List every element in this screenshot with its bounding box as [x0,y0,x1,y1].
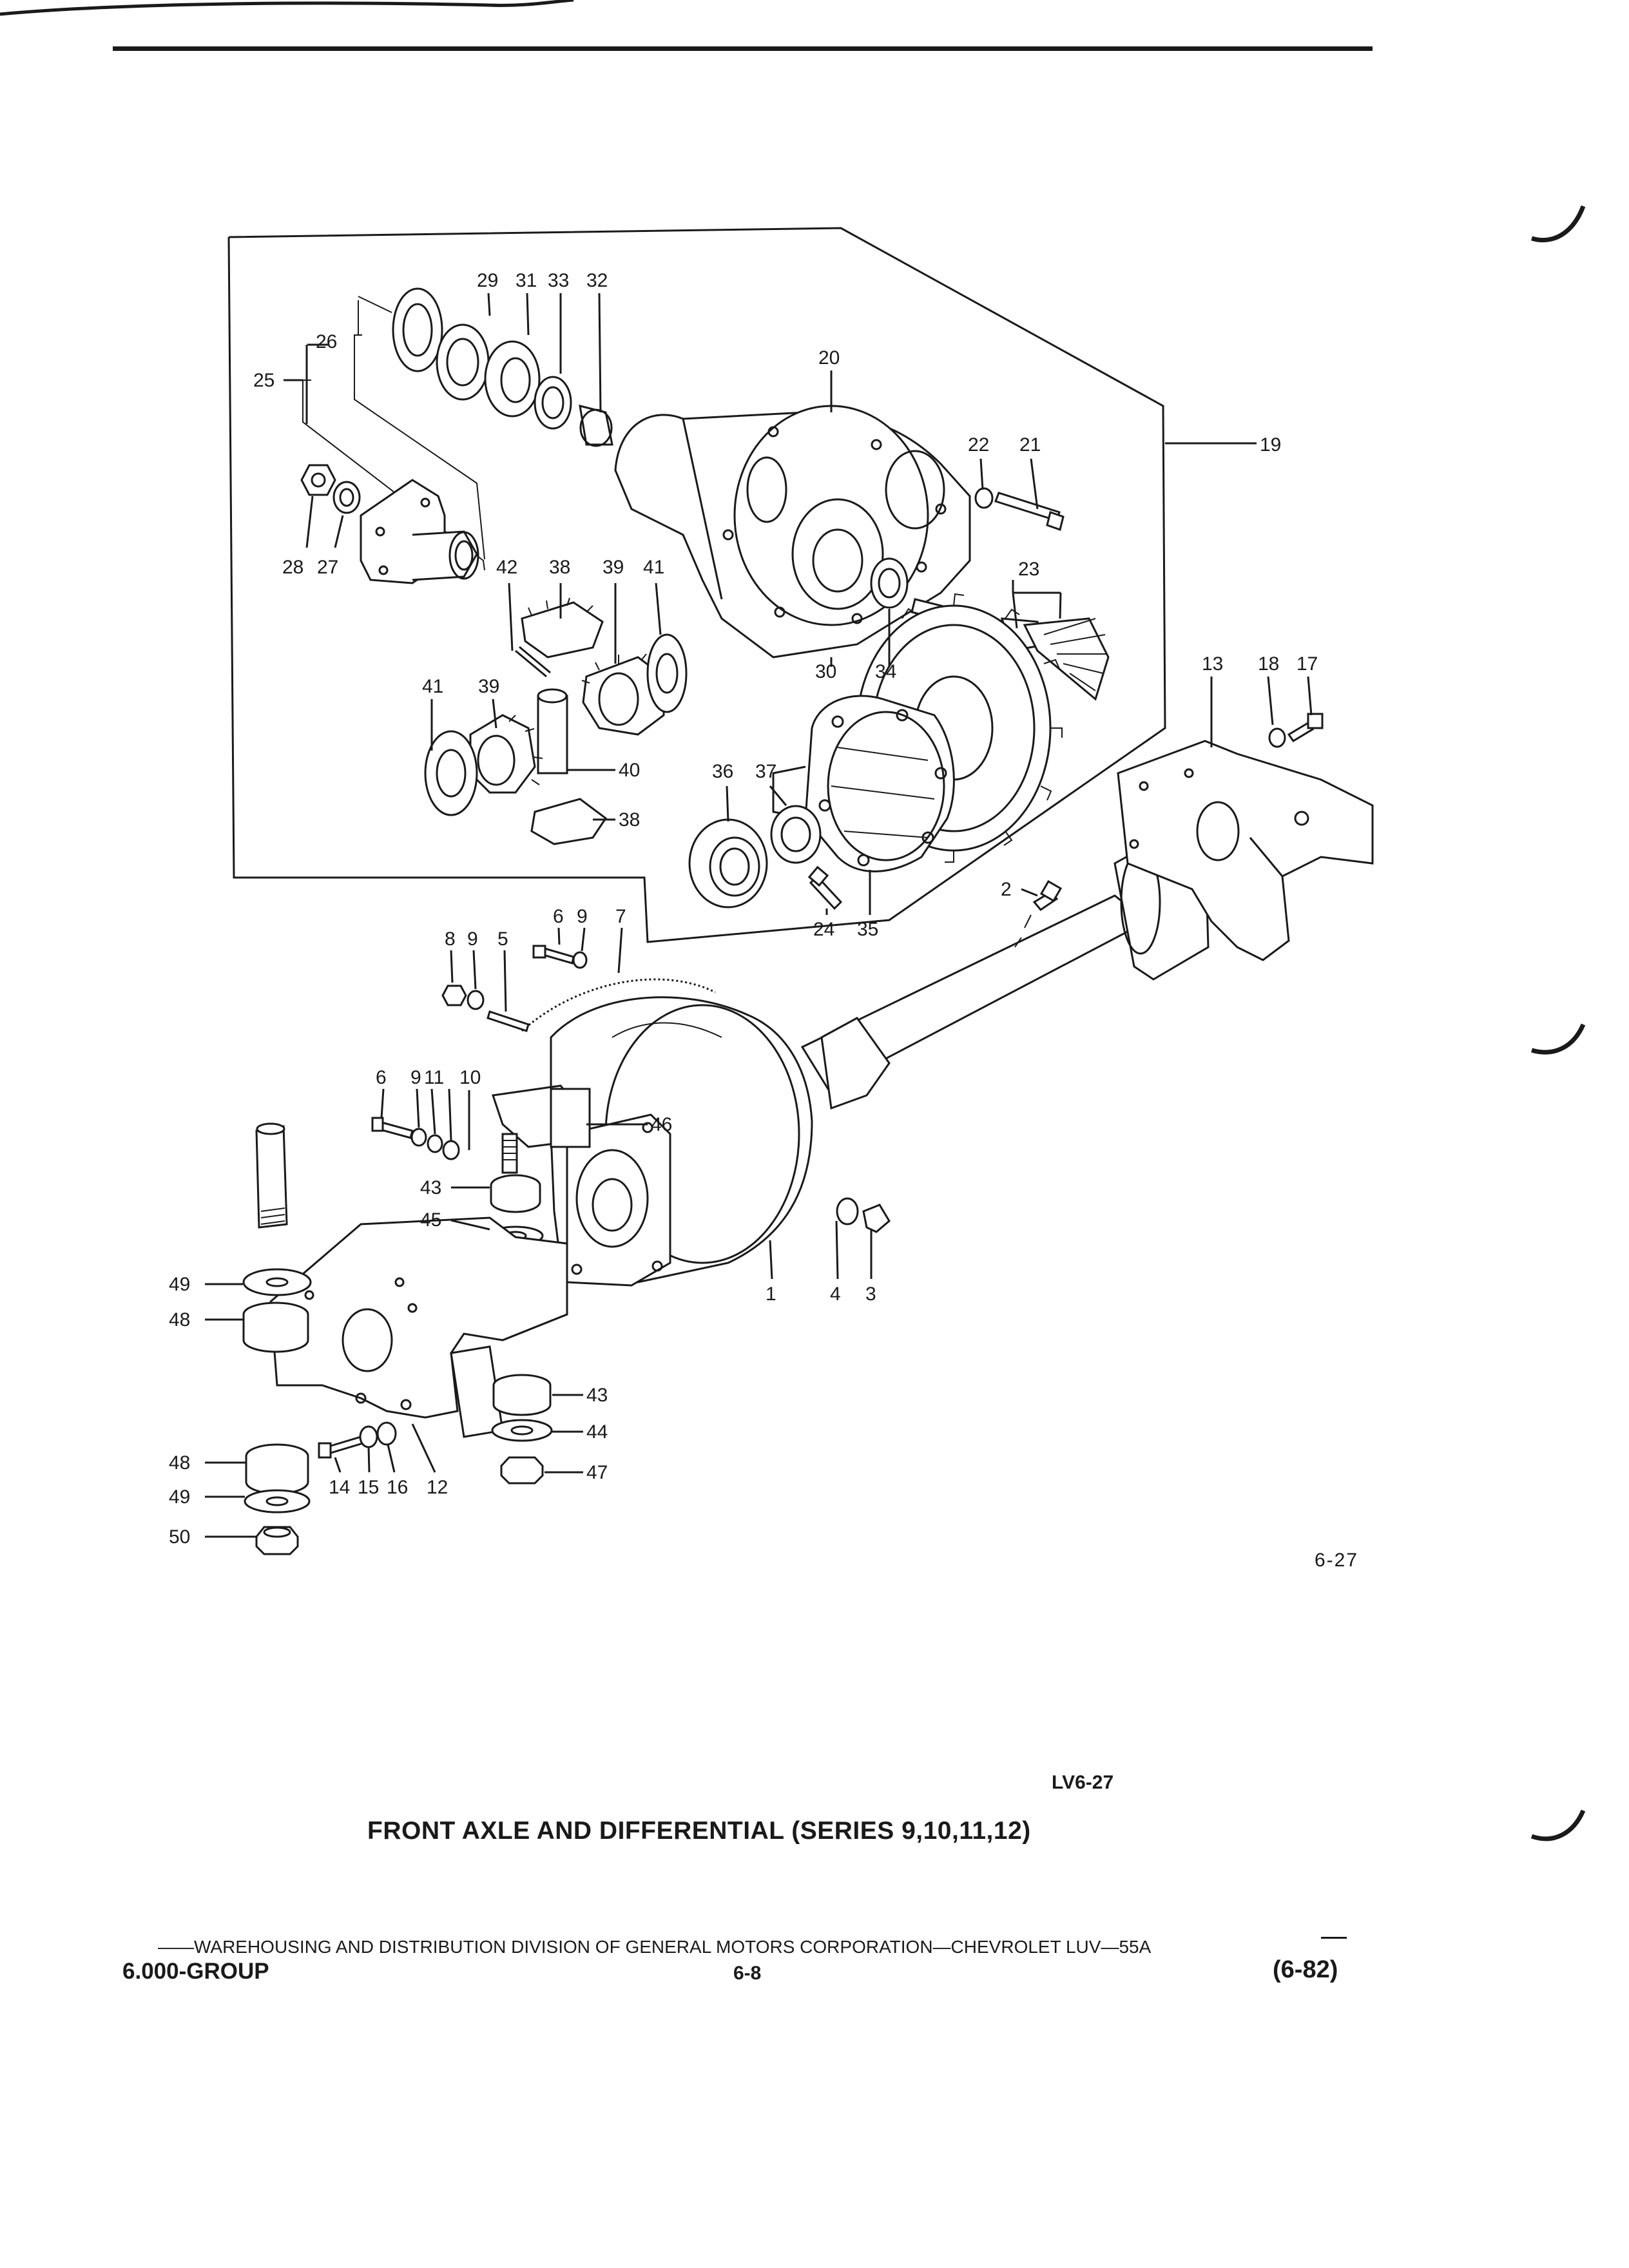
callout-17: 17 [1296,653,1318,675]
figure-number: 6-27 [1315,1550,1359,1571]
binder-hole-mark [1531,1023,1586,1055]
callout-1: 1 [766,1283,776,1305]
illustration-code: LV6-27 [1052,1772,1114,1793]
callout-38-upper: 38 [549,557,570,578]
callout-49-upper: 49 [169,1274,190,1295]
leader-lines [205,293,1313,1538]
callout-45: 45 [420,1209,441,1231]
callout-21: 21 [1019,434,1041,456]
callout-19: 19 [1260,434,1281,456]
callout-24: 24 [813,919,834,940]
figure-title: FRONT AXLE AND DIFFERENTIAL (SERIES 9,10… [367,1817,1031,1845]
callout-46: 46 [651,1114,672,1135]
callout-40: 40 [619,760,640,781]
callout-6-upper: 6 [553,906,564,927]
callout-48-lower: 48 [169,1452,190,1474]
callout-43-upper: 43 [420,1177,441,1198]
callout-30: 30 [815,661,836,682]
callout-23: 23 [1018,559,1039,580]
callout-29: 29 [477,270,498,291]
differential-group-boundary [227,227,1166,943]
footer-group: 6.000-GROUP [122,1959,269,1984]
callout-9-mid: 9 [467,928,478,950]
callout-4: 4 [830,1283,841,1305]
callout-39-lower: 39 [478,676,499,697]
footer-publisher: ——WAREHOUSING AND DISTRIBUTION DIVISION … [158,1937,1152,1957]
callout-41-lower: 41 [422,676,443,697]
callout-38-lower: 38 [619,809,640,831]
callout-50: 50 [169,1526,190,1548]
callout-37: 37 [755,761,776,782]
callout-44: 44 [586,1421,608,1443]
callout-43-lower: 43 [586,1385,608,1406]
callout-28: 28 [282,557,304,578]
callout-27: 27 [317,557,338,578]
callout-48-upper: 48 [169,1309,190,1331]
callout-13: 13 [1202,653,1223,675]
callout-2: 2 [1001,879,1012,900]
callout-26: 26 [316,331,337,352]
footer-date-code: (6-82) [1273,1956,1338,1983]
callout-14: 14 [329,1477,350,1498]
callout-labels: 29 31 33 32 26 25 20 22 21 19 23 28 27 4… [169,270,1318,1548]
callout-33: 33 [548,270,569,291]
callout-18: 18 [1258,653,1279,675]
footer-page-number: 6-8 [733,1963,762,1984]
top-rule [113,46,1373,51]
callout-41-upper: 41 [643,557,664,578]
callout-15: 15 [358,1477,379,1498]
callout-20: 20 [818,347,840,369]
callout-9-upper: 9 [577,906,588,927]
scan-corner-mark [0,0,574,16]
callout-3: 3 [865,1283,876,1305]
callout-9-lower: 9 [410,1067,421,1088]
callout-7: 7 [615,906,626,927]
callout-42: 42 [496,557,517,578]
callout-12: 12 [427,1477,448,1498]
callout-5: 5 [497,928,508,950]
callout-8: 8 [445,928,456,950]
callout-11: 11 [424,1067,444,1088]
callout-34: 34 [875,661,896,682]
binder-hole-mark [1530,1809,1586,1841]
callout-49-lower: 49 [169,1486,190,1508]
callout-32: 32 [586,270,608,291]
callout-39-upper: 39 [602,557,624,578]
callout-35: 35 [857,919,878,940]
callout-6-lower: 6 [376,1067,387,1088]
callout-22: 22 [968,434,989,456]
footer-rule [1321,1937,1347,1939]
callout-47: 47 [586,1462,608,1483]
callout-31: 31 [516,270,537,291]
callout-10: 10 [459,1067,481,1088]
callout-16: 16 [387,1477,408,1498]
callout-25: 25 [253,370,275,391]
binder-hole-mark [1531,205,1586,243]
callout-36: 36 [712,761,733,782]
